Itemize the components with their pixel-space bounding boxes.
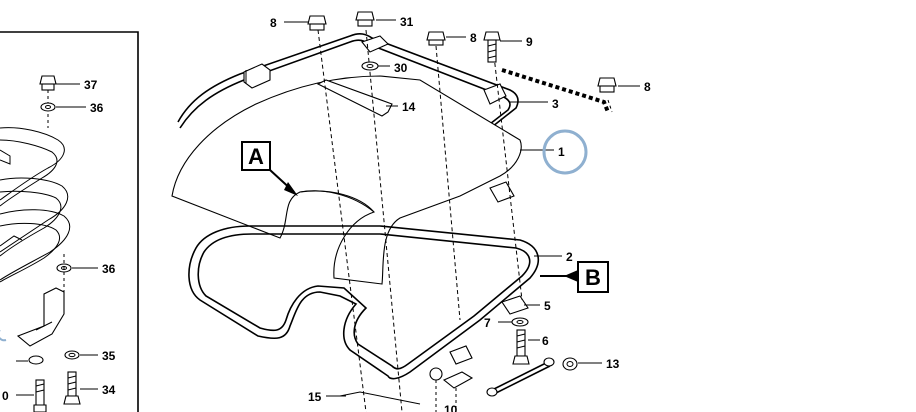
callout-15: 15 (308, 390, 322, 404)
callout-35: 35 (102, 349, 116, 363)
gas-strut (486, 357, 555, 397)
nut-8-mid (426, 31, 446, 46)
axis-line (317, 29, 367, 412)
inset-bracket (0, 235, 23, 247)
highlight-circle (542, 129, 588, 175)
callout-8: 8 (470, 31, 477, 45)
inset-frame-line (0, 127, 65, 201)
callout-1: 1 (558, 145, 565, 159)
clip-plate (489, 181, 515, 203)
clip-plate-5 (501, 295, 529, 315)
washer-30 (361, 61, 379, 71)
clip-plate-lower (449, 345, 473, 365)
bolt-left (33, 379, 47, 412)
inset-frame-line (0, 209, 71, 281)
upper-frame-inner (179, 39, 511, 205)
frame-bracket-top (361, 35, 389, 53)
callout-14: 14 (402, 100, 416, 114)
callout-3: 3 (552, 97, 559, 111)
view-label-b-text: B (585, 265, 601, 290)
inset-panel: 37 36 36 35 34 0 (0, 31, 139, 412)
axis-line (435, 45, 461, 321)
callout-37: 37 (84, 78, 98, 92)
callout-8: 8 (644, 80, 651, 94)
callout-31: 31 (400, 15, 414, 29)
washer-lower (429, 367, 443, 381)
inset-bracket (0, 149, 11, 165)
callout-10: 10 (444, 403, 458, 412)
washer-left (28, 355, 44, 365)
bolt-34 (63, 371, 81, 405)
callout-13: 13 (606, 357, 620, 371)
bolt-6 (512, 329, 530, 365)
nut-8-left (307, 15, 327, 31)
axis-line (607, 99, 613, 113)
callout-30: 30 (394, 61, 408, 75)
axis-line (365, 29, 403, 412)
main-assembly: A B 8 31 8 9 8 30 14 3 1 2 5 7 6 13 15 1… (171, 11, 651, 412)
view-label-b: B (540, 261, 609, 293)
frame-bracket-right (483, 83, 507, 105)
inset-border (0, 31, 139, 412)
nut-31 (355, 11, 375, 27)
view-label-a: A (241, 141, 298, 196)
frame-bracket-left (243, 63, 271, 89)
inset-frame-line (0, 177, 69, 253)
callout-6: 6 (542, 334, 549, 348)
lower-frame-outer (188, 225, 540, 380)
inset-frame-line (0, 190, 62, 257)
washer-36-upper (40, 102, 56, 112)
seal-strip (501, 68, 610, 113)
callout-8: 8 (270, 16, 277, 30)
bolt-9 (483, 31, 501, 63)
callout-partial-0: 0 (2, 389, 9, 403)
callout-36: 36 (102, 262, 116, 276)
callout-5: 5 (544, 299, 551, 313)
inset-frame-line (0, 222, 60, 283)
bracket-10 (442, 371, 474, 389)
callout-7: 7 (484, 316, 491, 330)
lower-frame-inner (197, 233, 531, 370)
nut-8-right (597, 77, 617, 93)
view-label-a-text: A (248, 144, 264, 169)
bottom-part (339, 391, 421, 405)
bolt-37 (39, 75, 57, 91)
callout-34: 34 (102, 383, 116, 397)
callout-2: 2 (566, 250, 573, 264)
washer-7 (511, 317, 529, 327)
callout-36: 36 (90, 101, 104, 115)
mounting-bracket (16, 287, 65, 347)
fender-panel (171, 75, 522, 285)
callout-9: 9 (526, 35, 533, 49)
washer-35 (64, 350, 80, 360)
axis-line (493, 55, 523, 301)
washer-13 (562, 357, 578, 371)
fender-cutout-edge (299, 190, 375, 213)
inset-highlight-arc (0, 330, 7, 342)
mounting-bracket-edge (35, 321, 53, 331)
inset-frame-line (0, 139, 58, 207)
